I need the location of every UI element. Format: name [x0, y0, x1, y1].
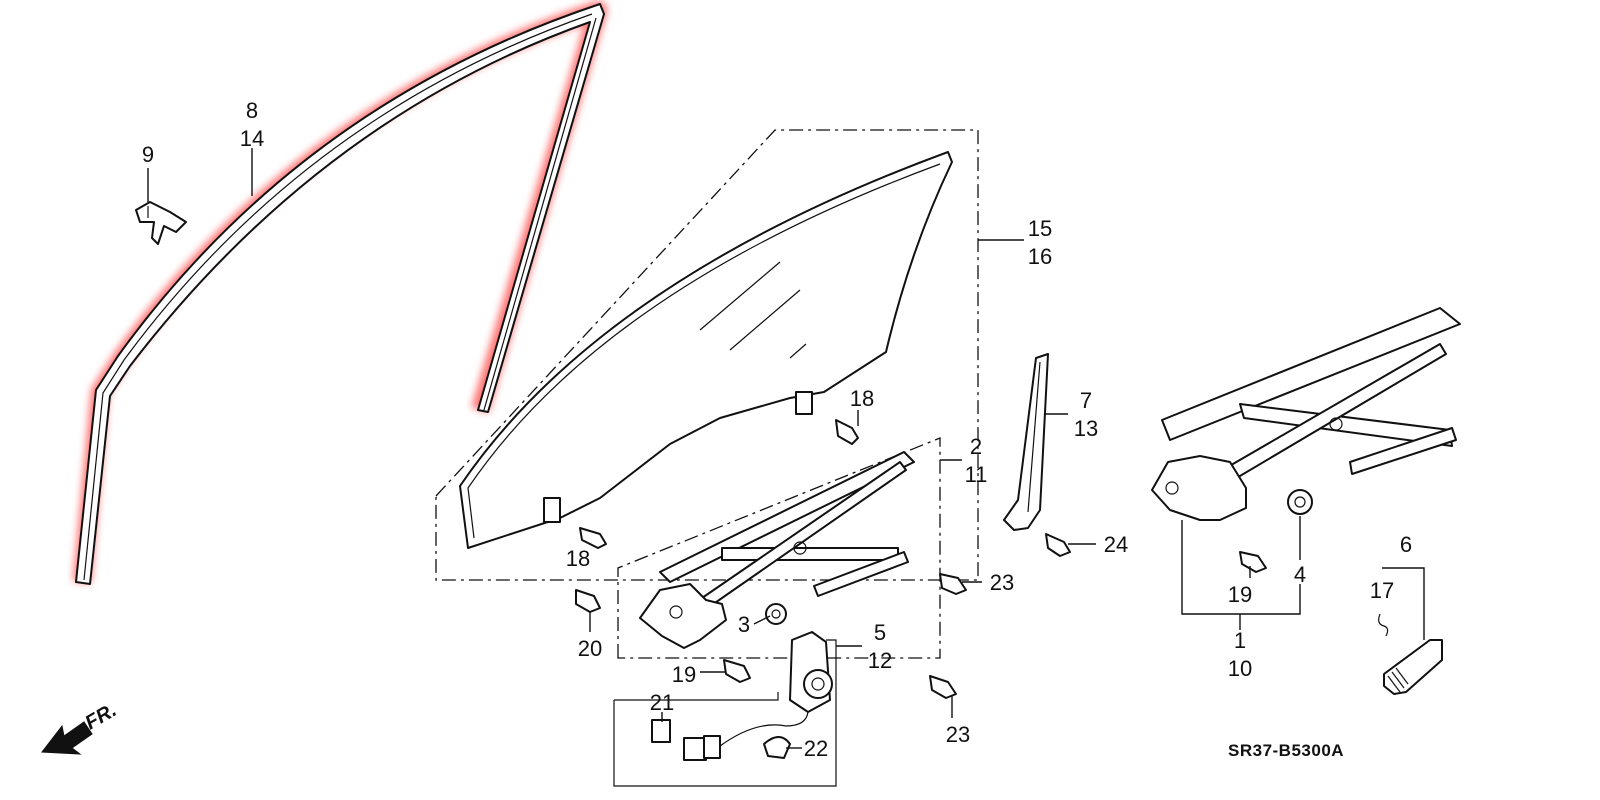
window-crank-handle-part[interactable] — [1378, 613, 1443, 695]
callout-14: 14 — [240, 126, 264, 151]
callout-21: 21 — [650, 690, 674, 715]
callout-1: 1 — [1234, 628, 1246, 653]
window-motor-part[interactable] — [613, 631, 837, 787]
callout-19-right: 19 — [1228, 582, 1252, 607]
callout-23-upper: 23 — [990, 570, 1014, 595]
callout-8: 8 — [246, 98, 258, 123]
callout-labels: 8 14 9 15 16 18 2 11 7 13 24 18 23 20 3 … — [142, 98, 1412, 761]
callout-16: 16 — [1028, 244, 1052, 269]
callout-3: 3 — [738, 612, 750, 637]
front-arrow-icon — [41, 721, 93, 755]
callout-7: 7 — [1080, 388, 1092, 413]
callout-19-left: 19 — [672, 662, 696, 687]
callout-20: 20 — [578, 636, 602, 661]
callout-11: 11 — [965, 462, 988, 487]
rear-channel-part[interactable] — [1003, 353, 1049, 531]
bolt-part[interactable] — [575, 419, 1267, 699]
callout-4: 4 — [1294, 562, 1306, 587]
clip-part[interactable] — [135, 201, 187, 245]
callout-12: 12 — [868, 648, 892, 673]
callout-23-lower: 23 — [946, 722, 970, 747]
door-glass-part[interactable] — [435, 129, 979, 581]
roller-part[interactable] — [765, 489, 1313, 625]
right-window-regulator-part[interactable] — [1151, 307, 1461, 521]
left-window-regulator-part[interactable] — [617, 437, 941, 659]
callout-2: 2 — [970, 434, 982, 459]
callout-9: 9 — [142, 142, 154, 167]
callout-18-upper: 18 — [850, 386, 874, 411]
front-direction-indicator: FR. — [41, 699, 120, 755]
callout-13: 13 — [1074, 416, 1098, 441]
callout-5: 5 — [874, 620, 886, 645]
callout-10: 10 — [1228, 656, 1252, 681]
leader-lines — [147, 148, 1425, 749]
run-channel-part[interactable] — [73, 1, 607, 585]
wire-harness-part[interactable] — [651, 711, 809, 761]
diagram-code: SR37-B5300A — [1228, 741, 1344, 760]
callout-18-lower: 18 — [566, 546, 590, 571]
callout-17: 17 — [1370, 578, 1394, 603]
callout-22: 22 — [804, 736, 828, 761]
callout-6: 6 — [1400, 532, 1412, 557]
callout-15: 15 — [1028, 216, 1052, 241]
callout-24: 24 — [1104, 532, 1128, 557]
